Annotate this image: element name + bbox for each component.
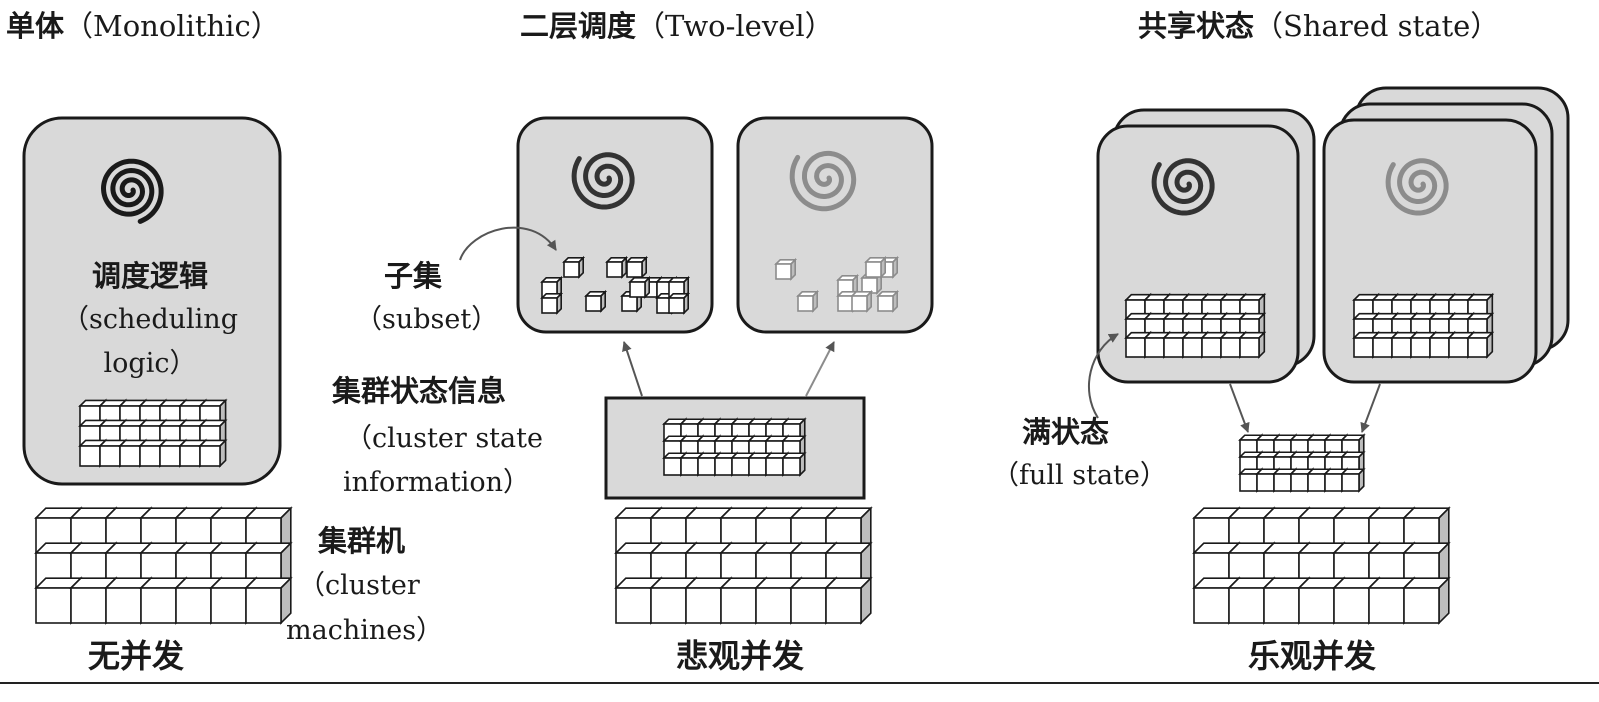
two-level-cluster-machines-cube — [824, 576, 873, 625]
subset-cube — [562, 255, 586, 279]
shared-state-grid — [1238, 433, 1366, 493]
subset-cube-faded — [876, 289, 900, 313]
two-level-spiral-1-icon — [571, 152, 635, 210]
monolithic-spiral-icon — [100, 158, 164, 224]
cluster-state-grid — [662, 417, 807, 477]
title-two-level-cn: 二层调度 — [520, 9, 637, 43]
label-cluster-machines-en-1: （cluster — [298, 570, 420, 601]
label-full-state-en: （full state） — [992, 460, 1167, 491]
two-level-cluster-machines — [614, 506, 873, 625]
subset-cube — [628, 275, 652, 299]
subset-cube — [605, 255, 629, 279]
subset-cube — [584, 289, 608, 313]
title-two-level-en: （Two-level） — [636, 9, 834, 43]
subset-cube — [540, 291, 564, 315]
cluster-state-box — [604, 396, 866, 500]
monolithic-state-grid-cube — [198, 438, 228, 468]
title-two-level: 二层调度（Two-level） — [520, 12, 834, 41]
label-scheduling-logic-en-1: （scheduling — [62, 304, 238, 335]
subset-callout-arrow — [459, 226, 557, 261]
shared-spiral-1-icon — [1151, 158, 1215, 216]
two-level-spiral-2-icon — [789, 150, 857, 212]
title-monolithic-cn: 单体 — [6, 9, 65, 43]
footer-monolithic: 无并发 — [87, 637, 184, 675]
label-cluster-state-en-2: information） — [343, 467, 531, 498]
label-full-state-cn: 满状态 — [1022, 415, 1110, 449]
label-scheduling-logic-cn: 调度逻辑 — [91, 259, 208, 293]
subset-cube — [667, 291, 691, 315]
footer-two-level: 悲观并发 — [675, 637, 804, 675]
two-level-scheduler-box-2 — [736, 116, 934, 334]
label-cluster-machines-cn: 集群机 — [318, 524, 406, 558]
label-subset-cn: 子集 — [384, 259, 443, 293]
full-state-grid-2 — [1352, 292, 1495, 359]
shared-cluster-machines — [1192, 506, 1451, 625]
title-shared-state-en: （Shared state） — [1254, 9, 1500, 43]
state-to-box-2-arrow — [805, 341, 835, 397]
label-cluster-machines-en-2: machines） — [286, 615, 444, 646]
full-state-callout-arrow — [1087, 333, 1119, 419]
subset-cube-faded — [774, 257, 798, 281]
shared-spiral-2-icon — [1385, 158, 1449, 216]
label-subset-en: （subset） — [355, 304, 499, 335]
box-1-to-shared-state-arrow — [1229, 383, 1250, 433]
box-2-to-shared-state-arrow — [1360, 383, 1381, 433]
shared-cluster-machines-cube — [1402, 576, 1451, 625]
monolithic-scheduler-box — [22, 116, 282, 486]
subset-cube-faded — [796, 289, 820, 313]
state-to-box-1-arrow — [622, 341, 643, 397]
title-shared-state: 共享状态（Shared state） — [1138, 12, 1499, 41]
bottom-rule — [0, 682, 1599, 684]
full-state-grid-1 — [1124, 292, 1267, 359]
footer-shared-state: 乐观并发 — [1247, 637, 1376, 675]
shared-state-grid-cube — [1340, 467, 1366, 493]
label-scheduling-logic-en-2: logic） — [103, 348, 197, 379]
subset-cube-faded — [836, 273, 860, 297]
subset-cube — [625, 255, 649, 279]
label-cluster-state-en-1: （cluster state — [345, 423, 543, 454]
title-monolithic: 单体（Monolithic） — [6, 12, 280, 41]
full-state-grid-1-cube — [1238, 330, 1267, 359]
monolithic-state-grid — [78, 398, 228, 468]
cluster-state-grid-cube — [781, 451, 807, 477]
monolithic-cluster-machines — [34, 506, 293, 625]
full-state-grid-2-cube — [1466, 330, 1495, 359]
subset-cube-faded — [850, 289, 874, 313]
title-shared-state-cn: 共享状态 — [1138, 9, 1255, 43]
subset-cube-faded — [864, 255, 888, 279]
label-cluster-state-cn: 集群状态信息 — [332, 374, 507, 408]
monolithic-cluster-machines-cube — [244, 576, 293, 625]
title-monolithic-en: （Monolithic） — [64, 9, 280, 43]
